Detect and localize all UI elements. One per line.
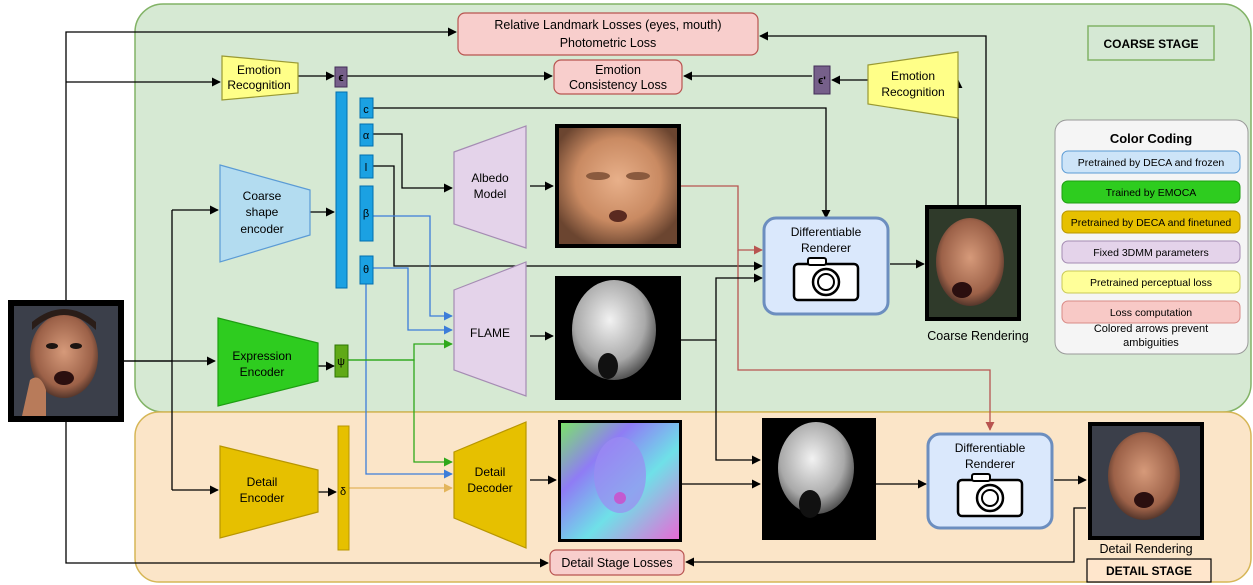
renderer-detail-label-2: Renderer <box>965 457 1015 471</box>
legend-swatch <box>1061 210 1241 234</box>
legend-swatch <box>1061 270 1241 294</box>
param-beta-label: β <box>363 208 369 220</box>
epsilon-prime-param <box>813 65 831 95</box>
renderer-coarse-label-1: Differentiable <box>791 225 862 239</box>
emotion-recognition-right-label-2: Recognition <box>881 85 944 99</box>
albedo-model-label-2: Model <box>474 187 507 201</box>
coarse-stage-label: COARSE STAGE <box>1103 37 1198 51</box>
coarse-encoder-label-2: shape <box>246 205 279 219</box>
detail-decoder <box>453 421 527 549</box>
param-psi <box>334 344 349 378</box>
legend-note-1: Colored arrows prevent <box>1094 323 1208 335</box>
legend-note-2: ambiguities <box>1123 337 1179 349</box>
expression-encoder-label-1: Expression <box>232 349 291 363</box>
coarse-stage-label-box <box>1087 25 1215 61</box>
legend-title: Color Coding <box>1110 131 1192 146</box>
legend-swatch <box>1061 300 1241 324</box>
detail-mesh-image <box>762 418 876 540</box>
emotion-recognition-right-label-1: Emotion <box>891 69 935 83</box>
epsilon-param <box>334 66 348 88</box>
param-theta <box>359 255 374 285</box>
landmark-photometric-loss-box <box>457 12 759 56</box>
detail-stage-label-box <box>1086 558 1212 583</box>
albedo-model-label-1: Albedo <box>471 171 509 185</box>
legend-item-label: Fixed 3DMM parameters <box>1093 247 1209 259</box>
detail-rendering-image <box>1088 422 1204 540</box>
emotion-loss-label-2: Consistency Loss <box>569 78 667 92</box>
albedo-texture-image <box>555 124 681 248</box>
param-delta <box>337 425 350 551</box>
legend-swatch <box>1061 150 1241 174</box>
param-alpha-label: α <box>363 130 370 142</box>
emotion-loss-label-1: Emotion <box>595 63 641 77</box>
flame-mesh-image <box>555 276 681 400</box>
legend-item-label: Pretrained by DECA and finetuned <box>1071 217 1232 229</box>
photometric-loss-label: Photometric Loss <box>560 36 657 50</box>
epsilon-prime-label: ϵ' <box>818 75 826 87</box>
camera-icon <box>956 473 1024 518</box>
color-coding-legend: Color Coding Pretrained by DECA and froz… <box>1054 119 1249 355</box>
emotion-recognition-left <box>221 55 299 101</box>
landmark-loss-label: Relative Landmark Losses (eyes, mouth) <box>494 18 721 32</box>
param-l-label: l <box>365 162 367 174</box>
legend-item-label: Trained by EMOCA <box>1106 187 1197 199</box>
legend-swatch <box>1061 240 1241 264</box>
input-face-photo <box>8 300 124 422</box>
legend-item-label: Pretrained perceptual loss <box>1090 277 1212 289</box>
camera-icon <box>792 257 860 302</box>
detail-decoder-label-1: Detail <box>475 465 506 479</box>
detail-stage-label: DETAIL STAGE <box>1106 564 1192 578</box>
coarse-rendering-caption: Coarse Rendering <box>927 329 1028 343</box>
param-c-label: c <box>363 104 369 116</box>
param-psi-label: ψ <box>337 356 345 368</box>
coarse-rendering-image <box>925 205 1021 321</box>
legend-item-label: Pretrained by DECA and frozen <box>1078 157 1225 169</box>
legend-swatch <box>1061 180 1241 204</box>
detail-encoder <box>219 445 319 539</box>
expression-encoder-label-2: Encoder <box>240 365 285 379</box>
param-beta <box>359 185 374 242</box>
detail-decoder-label-2: Decoder <box>467 481 512 495</box>
normal-map-image <box>558 420 682 542</box>
coarse-encoder-label-1: Coarse <box>243 189 282 203</box>
param-alpha <box>359 123 374 147</box>
param-theta-label: θ <box>363 264 369 276</box>
emotion-recognition-left-label-2: Recognition <box>227 78 290 92</box>
flame-model <box>453 261 527 397</box>
flame-label: FLAME <box>470 326 510 340</box>
detail-encoder-label-1: Detail <box>247 475 278 489</box>
coarse-param-bar <box>335 91 348 289</box>
epsilon-label: ϵ <box>338 72 343 84</box>
param-c <box>359 97 374 119</box>
expression-encoder <box>217 317 319 407</box>
detail-rendering-caption: Detail Rendering <box>1099 542 1192 556</box>
emotion-recognition-right <box>867 51 959 119</box>
emotion-recognition-left-label-1: Emotion <box>237 63 281 77</box>
legend-item-label: Loss computation <box>1110 307 1192 319</box>
detail-stage-loss-box <box>549 549 685 576</box>
emotion-consistency-loss-box <box>553 59 683 95</box>
renderer-coarse-label-2: Renderer <box>801 241 851 255</box>
param-delta-label: δ <box>340 486 346 498</box>
detail-loss-label: Detail Stage Losses <box>561 556 672 570</box>
renderer-detail-label-1: Differentiable <box>955 441 1026 455</box>
connector-arrows <box>65 27 1087 568</box>
detail-encoder-label-2: Encoder <box>240 491 285 505</box>
coarse-shape-encoder <box>219 164 311 263</box>
albedo-model <box>453 125 527 249</box>
coarse-encoder-label-3: encoder <box>240 222 283 236</box>
param-l <box>359 154 374 179</box>
